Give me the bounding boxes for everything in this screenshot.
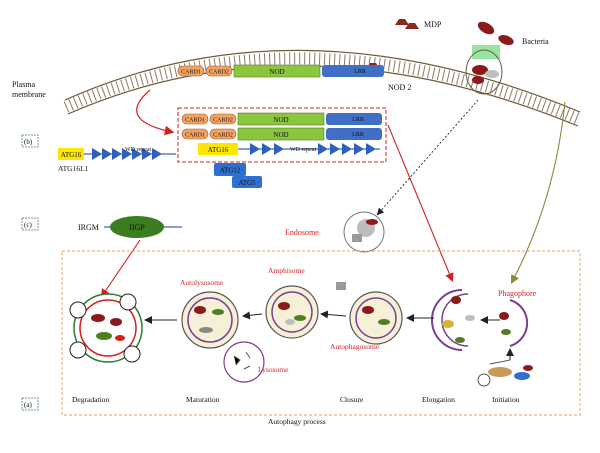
atg16-center: ATG16 WD repeat — [198, 143, 380, 155]
atg5-label: ATG5 — [238, 179, 256, 187]
nod2-recruit-arrow — [136, 89, 175, 136]
endosome: Endosome — [285, 211, 385, 253]
iigp-to-degradation-arrow — [100, 239, 141, 298]
bacteria-group: Bacteria — [465, 21, 549, 95]
nod2-atg16-complex-box — [177, 107, 387, 163]
closure-label: Closure — [340, 395, 364, 404]
autophagy-process-box — [61, 250, 581, 416]
card2-label: CARD2 — [213, 118, 233, 124]
plasma-label-2: membrane — [12, 90, 46, 99]
irgm-label: IRGM — [78, 223, 99, 232]
mdp-molecules: MDP — [366, 19, 442, 70]
atg16-center-label: ATG16 — [208, 146, 229, 154]
initiation-cluster — [477, 359, 533, 387]
plasma-label-1: Plasma — [12, 80, 36, 89]
card1-label: CARD1 — [185, 133, 205, 139]
nod2-protein-membrane: CARD1 CARD2 NOD LRR — [177, 64, 384, 78]
nod-label: NOD — [273, 131, 288, 139]
nod-label: NOD — [269, 68, 284, 76]
mdp-label: MDP — [424, 20, 442, 29]
bacteria-to-phagophore-arrow — [510, 101, 566, 284]
amphisome-stage: Amphisome — [265, 266, 319, 339]
wd-repeat-left-label: WD repeat — [125, 147, 151, 153]
bacteria-to-endosome-arrow — [376, 99, 479, 216]
degradation-stage — [69, 293, 143, 363]
lysosome: Lysosome — [223, 341, 289, 383]
atg12-atg5: ATG12 ATG5 — [214, 163, 262, 188]
amphisome-label: Amphisome — [268, 266, 305, 275]
card2-label: CARD2 — [209, 70, 229, 76]
elongation-stage — [431, 289, 475, 351]
phagophore-stage: Phagophore — [498, 289, 537, 347]
lrr-label: LRR — [352, 132, 364, 138]
complex-to-elongation-arrow — [387, 124, 454, 283]
nod2-complex-row1: CARD1 CARD2 NOD LRR — [181, 112, 382, 126]
lrr-label: LRR — [354, 69, 366, 75]
nod2-complex-row2: CARD1 CARD2 NOD LRR — [181, 127, 382, 141]
card1-label: CARD1 — [185, 118, 205, 124]
card1-label: CARD1 — [181, 70, 201, 76]
bacteria-label: Bacteria — [522, 37, 549, 46]
wd-repeat-center-label: WD repeat — [290, 147, 316, 153]
endosome-label: Endosome — [285, 228, 319, 237]
autophagosome-stage: Autophagosome — [330, 291, 403, 351]
initiation-label: Initiation — [492, 395, 520, 404]
atg16-left-label: ATG16 — [61, 151, 82, 159]
autolysosome-label: Autolysosome — [180, 278, 224, 287]
atg16l1-left: ATG16 WD repeat ATG16L1 — [58, 147, 176, 173]
panel-c-label: (c) — [24, 221, 32, 229]
autolysosome-stage: Autolysosome — [180, 278, 239, 349]
iigp-domain — [110, 216, 164, 238]
lrr-label: LRR — [352, 117, 364, 123]
autophagosome-label: Autophagosome — [330, 342, 380, 351]
nod-label: NOD — [273, 116, 288, 124]
autophagosome-to-amphisome-arrow — [320, 310, 347, 319]
lysosome-label: Lysosome — [258, 365, 289, 374]
phagophore-label: Phagophore — [498, 289, 537, 298]
elongation-label: Elongation — [422, 395, 455, 404]
panel-a-label: (a) — [24, 401, 32, 409]
autophagy-process-label: Autophagy process — [268, 417, 326, 426]
card2-label: CARD2 — [213, 133, 233, 139]
degradation-label: Degradation — [72, 395, 109, 404]
amphisome-to-autolysosome-arrow — [242, 311, 263, 320]
atg12-label: ATG12 — [220, 167, 241, 175]
panel-b-label: (b) — [24, 138, 33, 146]
iigp-label: IIGP — [129, 223, 145, 232]
atg16l1-label: ATG16L1 — [58, 164, 89, 173]
nod2-label: NOD 2 — [388, 83, 411, 92]
maturation-label: Maturation — [186, 395, 220, 404]
